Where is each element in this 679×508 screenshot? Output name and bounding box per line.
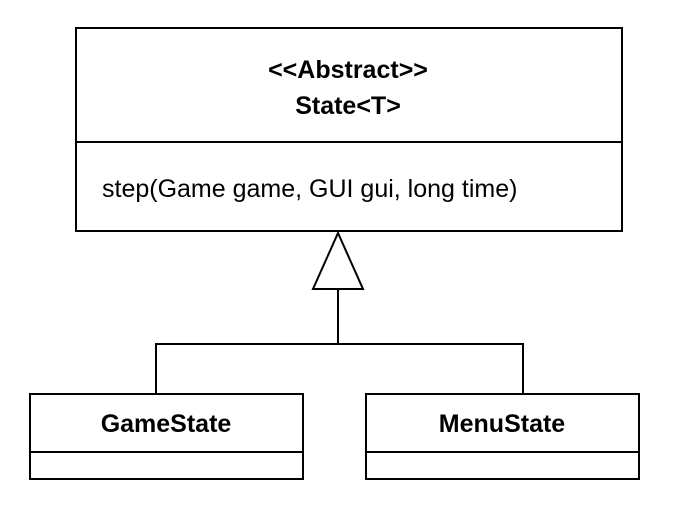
game-state-class-name: GameState (101, 410, 232, 438)
menu-state-class[interactable]: MenuState (365, 393, 640, 480)
inheritance-triangle (311, 230, 365, 290)
state-class-box (75, 27, 623, 232)
inheritance-branch (155, 343, 524, 394)
game-state-class[interactable]: GameState (29, 393, 304, 480)
menu-state-class-name: MenuState (439, 410, 566, 438)
state-class-stereotype: <<Abstract>> (268, 56, 428, 84)
state-class[interactable]: <<Abstract>> State<T> step(Game game, GU… (75, 27, 623, 232)
game-state-class-box (29, 393, 304, 480)
inheritance-connector (155, 230, 524, 394)
state-class-name: State<T> (295, 92, 401, 120)
menu-state-class-box (365, 393, 640, 480)
state-class-method-step: step(Game game, GUI gui, long time) (102, 175, 517, 203)
